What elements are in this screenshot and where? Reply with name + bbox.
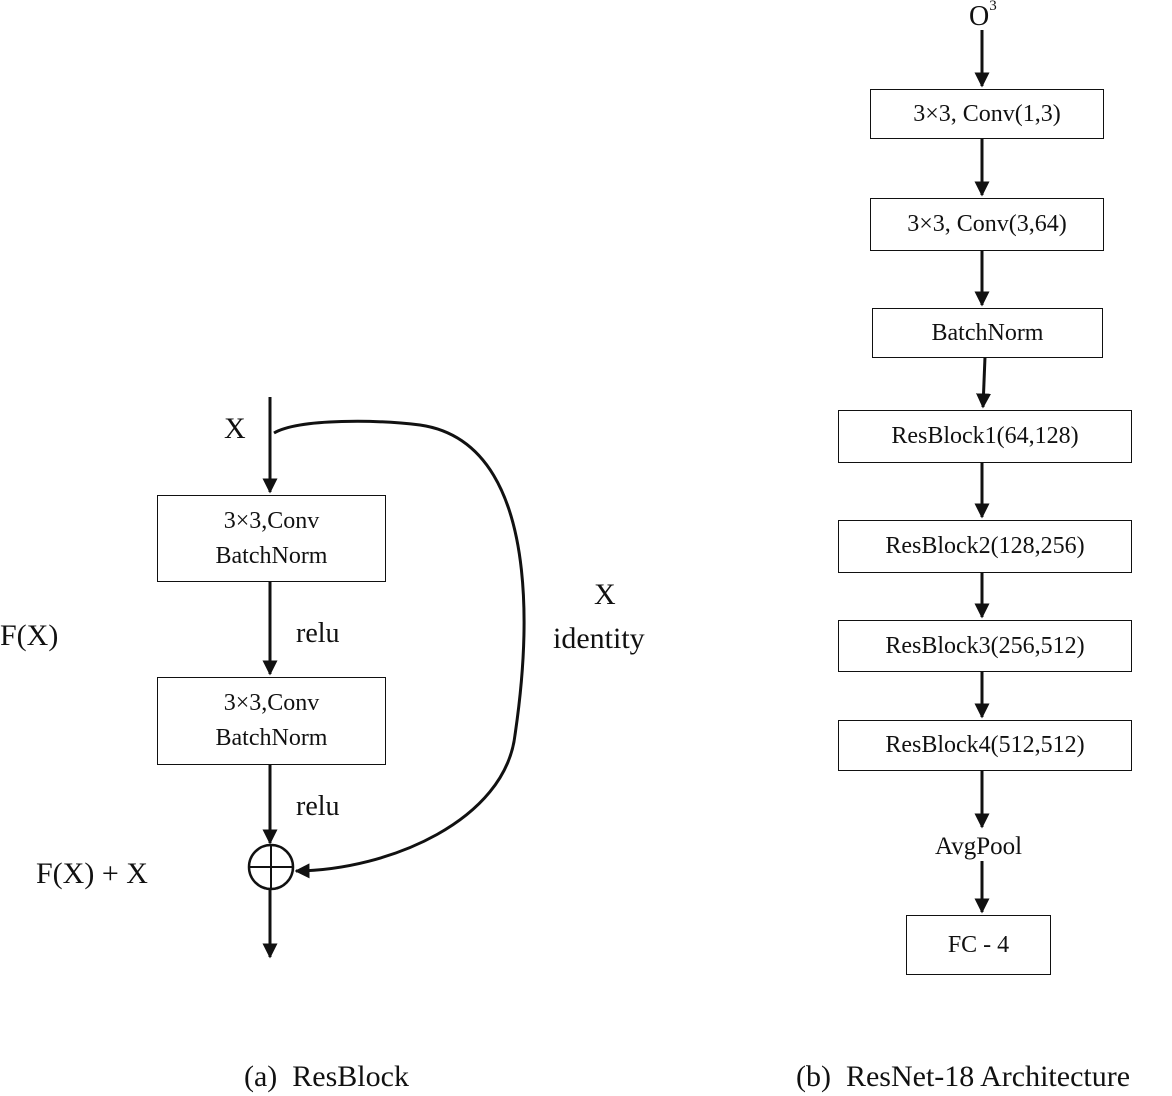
skip-label-x: X [594,578,616,611]
layer-label: ResBlock3(256,512) [885,632,1085,659]
avgpool-label: AvgPool [935,833,1023,860]
layer-label: 3×3, Conv(3,64) [907,211,1067,238]
relu-label-1: relu [296,618,340,649]
network-input-label-sup: 3 [989,0,997,14]
layer-fc-4: FC - 4 [906,915,1051,975]
layer-resblock4: ResBlock4(512,512) [838,720,1132,771]
layer-batchnorm: BatchNorm [872,308,1103,358]
caption-b: (b) ResNet-18 Architecture [796,1060,1131,1093]
layer-label: ResBlock1(64,128) [891,423,1079,450]
layer-label: ResBlock4(512,512) [885,732,1085,759]
layer-label: ResBlock2(128,256) [885,533,1085,560]
network-input-label: O3 [969,0,997,32]
layer-label: BatchNorm [931,319,1044,346]
fx-label: F(X) [0,619,59,652]
resblock-conv-block-2: 3×3,Conv BatchNorm [157,677,386,765]
resblock-conv-block-1: 3×3,Conv BatchNorm [157,495,386,582]
resblock-conv-block-1-line1: 3×3,Conv [223,507,320,534]
caption-a: (a) ResBlock [244,1060,409,1093]
resblock-conv-block-2-line2: BatchNorm [215,725,328,751]
layer-label: 3×3, Conv(1,3) [913,100,1061,127]
resblock-conv-block-2-line1: 3×3,Conv [223,690,320,717]
layer-resblock1: ResBlock1(64,128) [838,410,1132,463]
skip-connection-path [273,419,526,879]
resblock-conv-block-1-line2: BatchNorm [215,542,328,569]
resblock-input-label: X [224,412,246,445]
network-input-label-base: O [969,1,990,32]
sum-label: F(X) + X [36,857,148,890]
layer-resblock3: ResBlock3(256,512) [838,620,1132,672]
skip-label-identity: identity [553,622,645,655]
layer-conv-1-3: 3×3, Conv(1,3) [870,89,1104,139]
layer-conv-3-64: 3×3, Conv(3,64) [870,198,1104,251]
layer-resblock2: ResBlock2(128,256) [838,520,1132,573]
relu-label-2: relu [296,791,340,822]
layer-label: FC - 4 [947,931,1010,958]
